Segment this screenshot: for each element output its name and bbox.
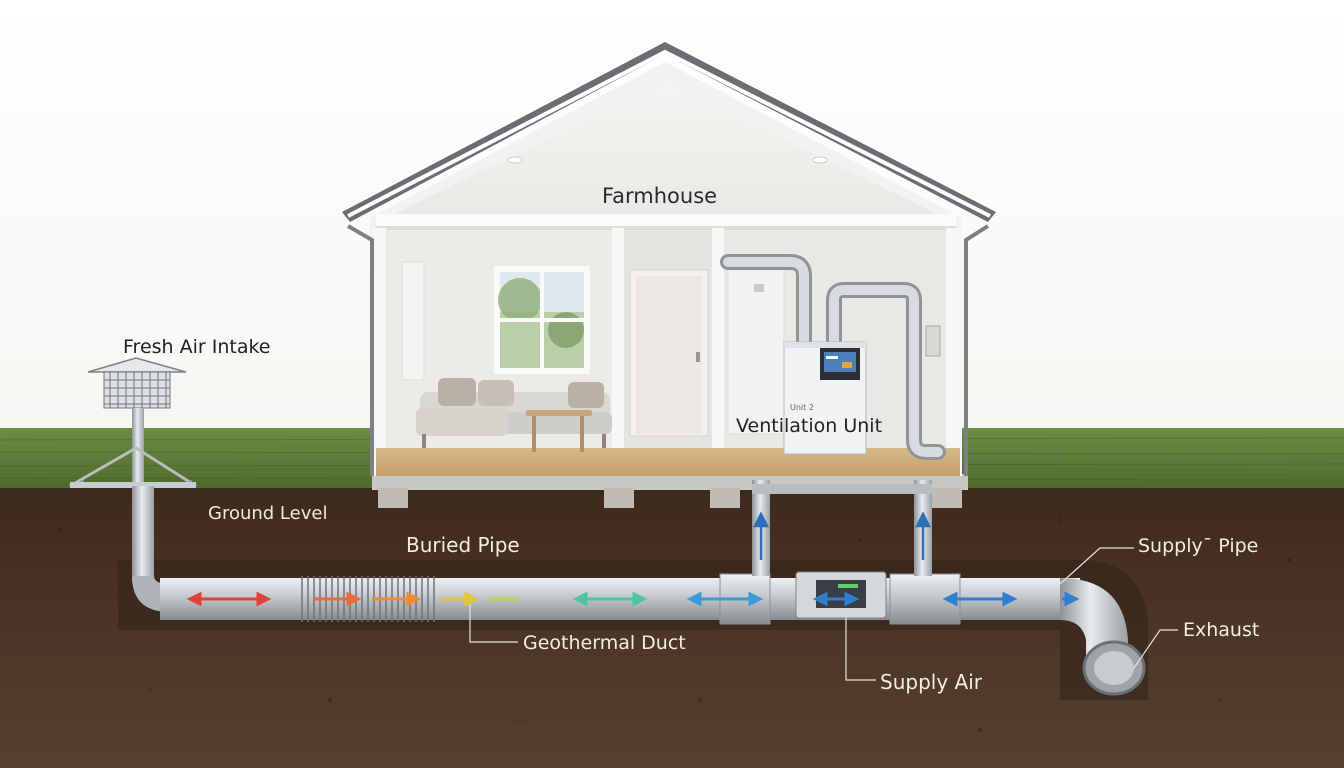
partition-1	[612, 228, 624, 466]
label-ground-level: Ground Level	[208, 503, 328, 524]
left-downspout	[346, 224, 374, 476]
floor	[376, 448, 960, 476]
wall-vent	[754, 284, 764, 292]
ventilation-unit: Unit 2	[783, 341, 867, 455]
leader-lines	[469, 547, 1178, 681]
electrical-box	[925, 325, 941, 357]
label-exhaust: Exhaust	[1183, 619, 1260, 641]
indoor-ducts	[720, 254, 946, 460]
footing-4	[932, 488, 962, 508]
left-wall	[372, 228, 386, 476]
beam-shadow	[376, 226, 956, 230]
right-downspout	[964, 224, 990, 476]
door	[629, 269, 709, 437]
label-ventilation-unit: Ventilation Unit	[736, 415, 883, 437]
window	[494, 266, 590, 374]
light-2	[812, 156, 828, 164]
label-geothermal-duct: Geothermal Duct	[523, 632, 686, 654]
footing-2	[604, 488, 634, 508]
ceiling-beam	[376, 214, 956, 228]
side-window	[401, 261, 425, 381]
label-fresh-air-intake: Fresh Air Intake	[123, 336, 271, 358]
label-supply-pipe: Supply¯ Pipe	[1138, 535, 1259, 557]
riser-arrows	[752, 511, 932, 560]
roof-fascia	[347, 49, 991, 218]
coffee-table	[526, 410, 592, 452]
attic	[394, 82, 938, 214]
fresh-air-intake	[69, 357, 197, 488]
light-1	[507, 156, 523, 164]
duct-flow-arrows	[186, 591, 1080, 607]
partition-2	[712, 228, 724, 466]
diagram-title: Farmhouse	[602, 184, 718, 208]
unit-badge: Unit 2	[790, 403, 814, 412]
label-supply-air: Supply Air	[880, 670, 982, 694]
footing-1	[378, 488, 408, 508]
label-buried-pipe: Buried Pipe	[406, 533, 520, 557]
right-wall	[946, 228, 962, 476]
footing-3	[710, 488, 740, 508]
farmhouse: Unit 2	[342, 42, 996, 508]
